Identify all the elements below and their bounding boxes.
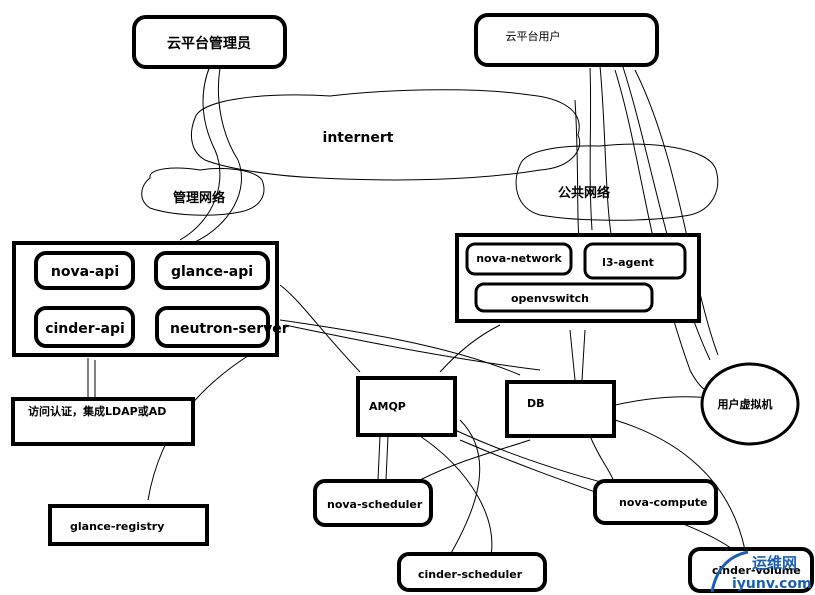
watermark-logo: 运维网 iyunv.com <box>710 550 812 593</box>
amqp-box <box>356 376 457 437</box>
nova-api-box <box>34 251 135 290</box>
admin-box <box>132 15 287 69</box>
public-net-label: 公共网络 <box>558 185 610 201</box>
nova-compute-box <box>593 479 718 525</box>
cinder-scheduler-box <box>397 552 547 592</box>
amqp-label: AMQP <box>369 400 406 413</box>
glance-registry-label: glance-registry <box>70 520 164 533</box>
user-vm-label: 用户虚拟机 <box>718 397 773 411</box>
auth-box <box>11 397 195 446</box>
cinder-api-box <box>34 306 135 348</box>
db-box <box>505 380 616 438</box>
user-label: 云平台用户 <box>506 29 561 43</box>
user-box <box>474 13 659 67</box>
nova-network-label: nova-network <box>476 252 562 265</box>
cinder-api-label: cinder-api <box>45 321 125 337</box>
cinder-volume-label: cinder-volume <box>712 564 801 577</box>
internet-label: internert <box>323 130 394 146</box>
l3-agent-label: l3-agent <box>602 256 654 269</box>
watermark-line1: 运维网 <box>752 554 797 572</box>
glance-registry-box <box>48 504 209 546</box>
cinder-volume-box <box>688 547 814 593</box>
user-vm-ellipse <box>700 362 800 446</box>
internet-cloud <box>190 89 581 181</box>
openvswitch-box <box>474 282 654 313</box>
l3-agent-box <box>583 242 687 280</box>
glance-api-box <box>154 251 270 290</box>
watermark-swoosh-icon <box>710 550 749 593</box>
nova-scheduler-label: nova-scheduler <box>327 498 423 511</box>
cinder-scheduler-label: cinder-scheduler <box>418 568 523 581</box>
db-label: DB <box>527 397 545 410</box>
mgmt-net-cloud <box>141 167 265 216</box>
glance-api-label: glance-api <box>171 264 253 280</box>
neutron-server-box <box>155 306 270 348</box>
nova-api-label: nova-api <box>51 264 119 280</box>
nova-network-box <box>465 242 573 276</box>
neutron-server-label: neutron-server <box>170 321 289 337</box>
mgmt-net-label: 管理网络 <box>173 190 225 206</box>
auth-label: 访问认证，集成LDAP或AD <box>28 404 166 418</box>
admin-label: 云平台管理员 <box>167 35 251 52</box>
nova-compute-label: nova-compute <box>619 496 708 509</box>
nova-scheduler-box <box>313 479 433 527</box>
public-net-cloud <box>515 143 719 221</box>
openvswitch-label: openvswitch <box>511 292 589 305</box>
watermark-line2: iyunv.com <box>732 576 812 592</box>
